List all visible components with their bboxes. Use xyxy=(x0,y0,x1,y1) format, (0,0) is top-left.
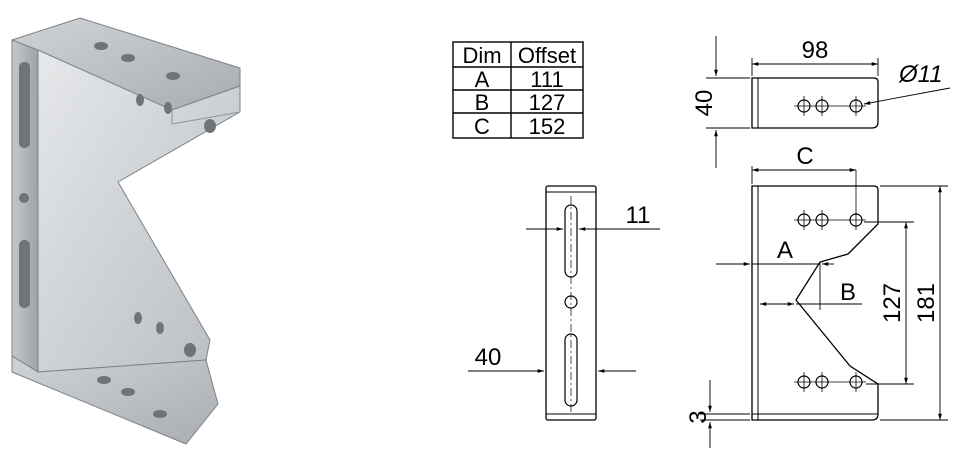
dim-front-a: A xyxy=(777,237,793,264)
top-view: 98 40 Ø11 xyxy=(691,36,951,168)
table-cell-dim: A xyxy=(475,67,490,92)
table-cell-offset: 111 xyxy=(530,67,563,92)
dim-hole-diameter: Ø11 xyxy=(898,61,943,88)
table-header-dim: Dim xyxy=(462,43,501,68)
table-cell-offset: 152 xyxy=(529,114,566,139)
table-cell-dim: B xyxy=(475,90,490,115)
dim-front-c: C xyxy=(796,143,813,170)
dim-front-3: 3 xyxy=(685,410,712,423)
table-cell-offset: 127 xyxy=(529,90,566,115)
bracket-3d-render xyxy=(11,17,241,445)
bracket-slot-upper xyxy=(19,62,30,148)
front-view: C A B 127 181 3 xyxy=(685,143,948,448)
dim-front-181: 181 xyxy=(913,283,940,323)
bracket-bottom-flange xyxy=(11,355,219,445)
table-cell-dim: C xyxy=(474,114,490,139)
dim-top-width: 98 xyxy=(802,37,829,64)
offset-table: Dim Offset A 111 B 127 C 152 xyxy=(452,41,584,139)
table-header-offset: Offset xyxy=(518,43,576,68)
bracket-hole-side xyxy=(19,193,29,203)
dim-front-127: 127 xyxy=(879,283,906,323)
bracket-slot-lower xyxy=(19,240,30,308)
dim-side-slot-width: 11 xyxy=(626,202,651,229)
dim-front-b: B xyxy=(840,279,856,306)
dim-side-width: 40 xyxy=(475,344,502,371)
dim-top-height: 40 xyxy=(691,90,718,117)
side-view: 11 40 xyxy=(468,185,660,421)
